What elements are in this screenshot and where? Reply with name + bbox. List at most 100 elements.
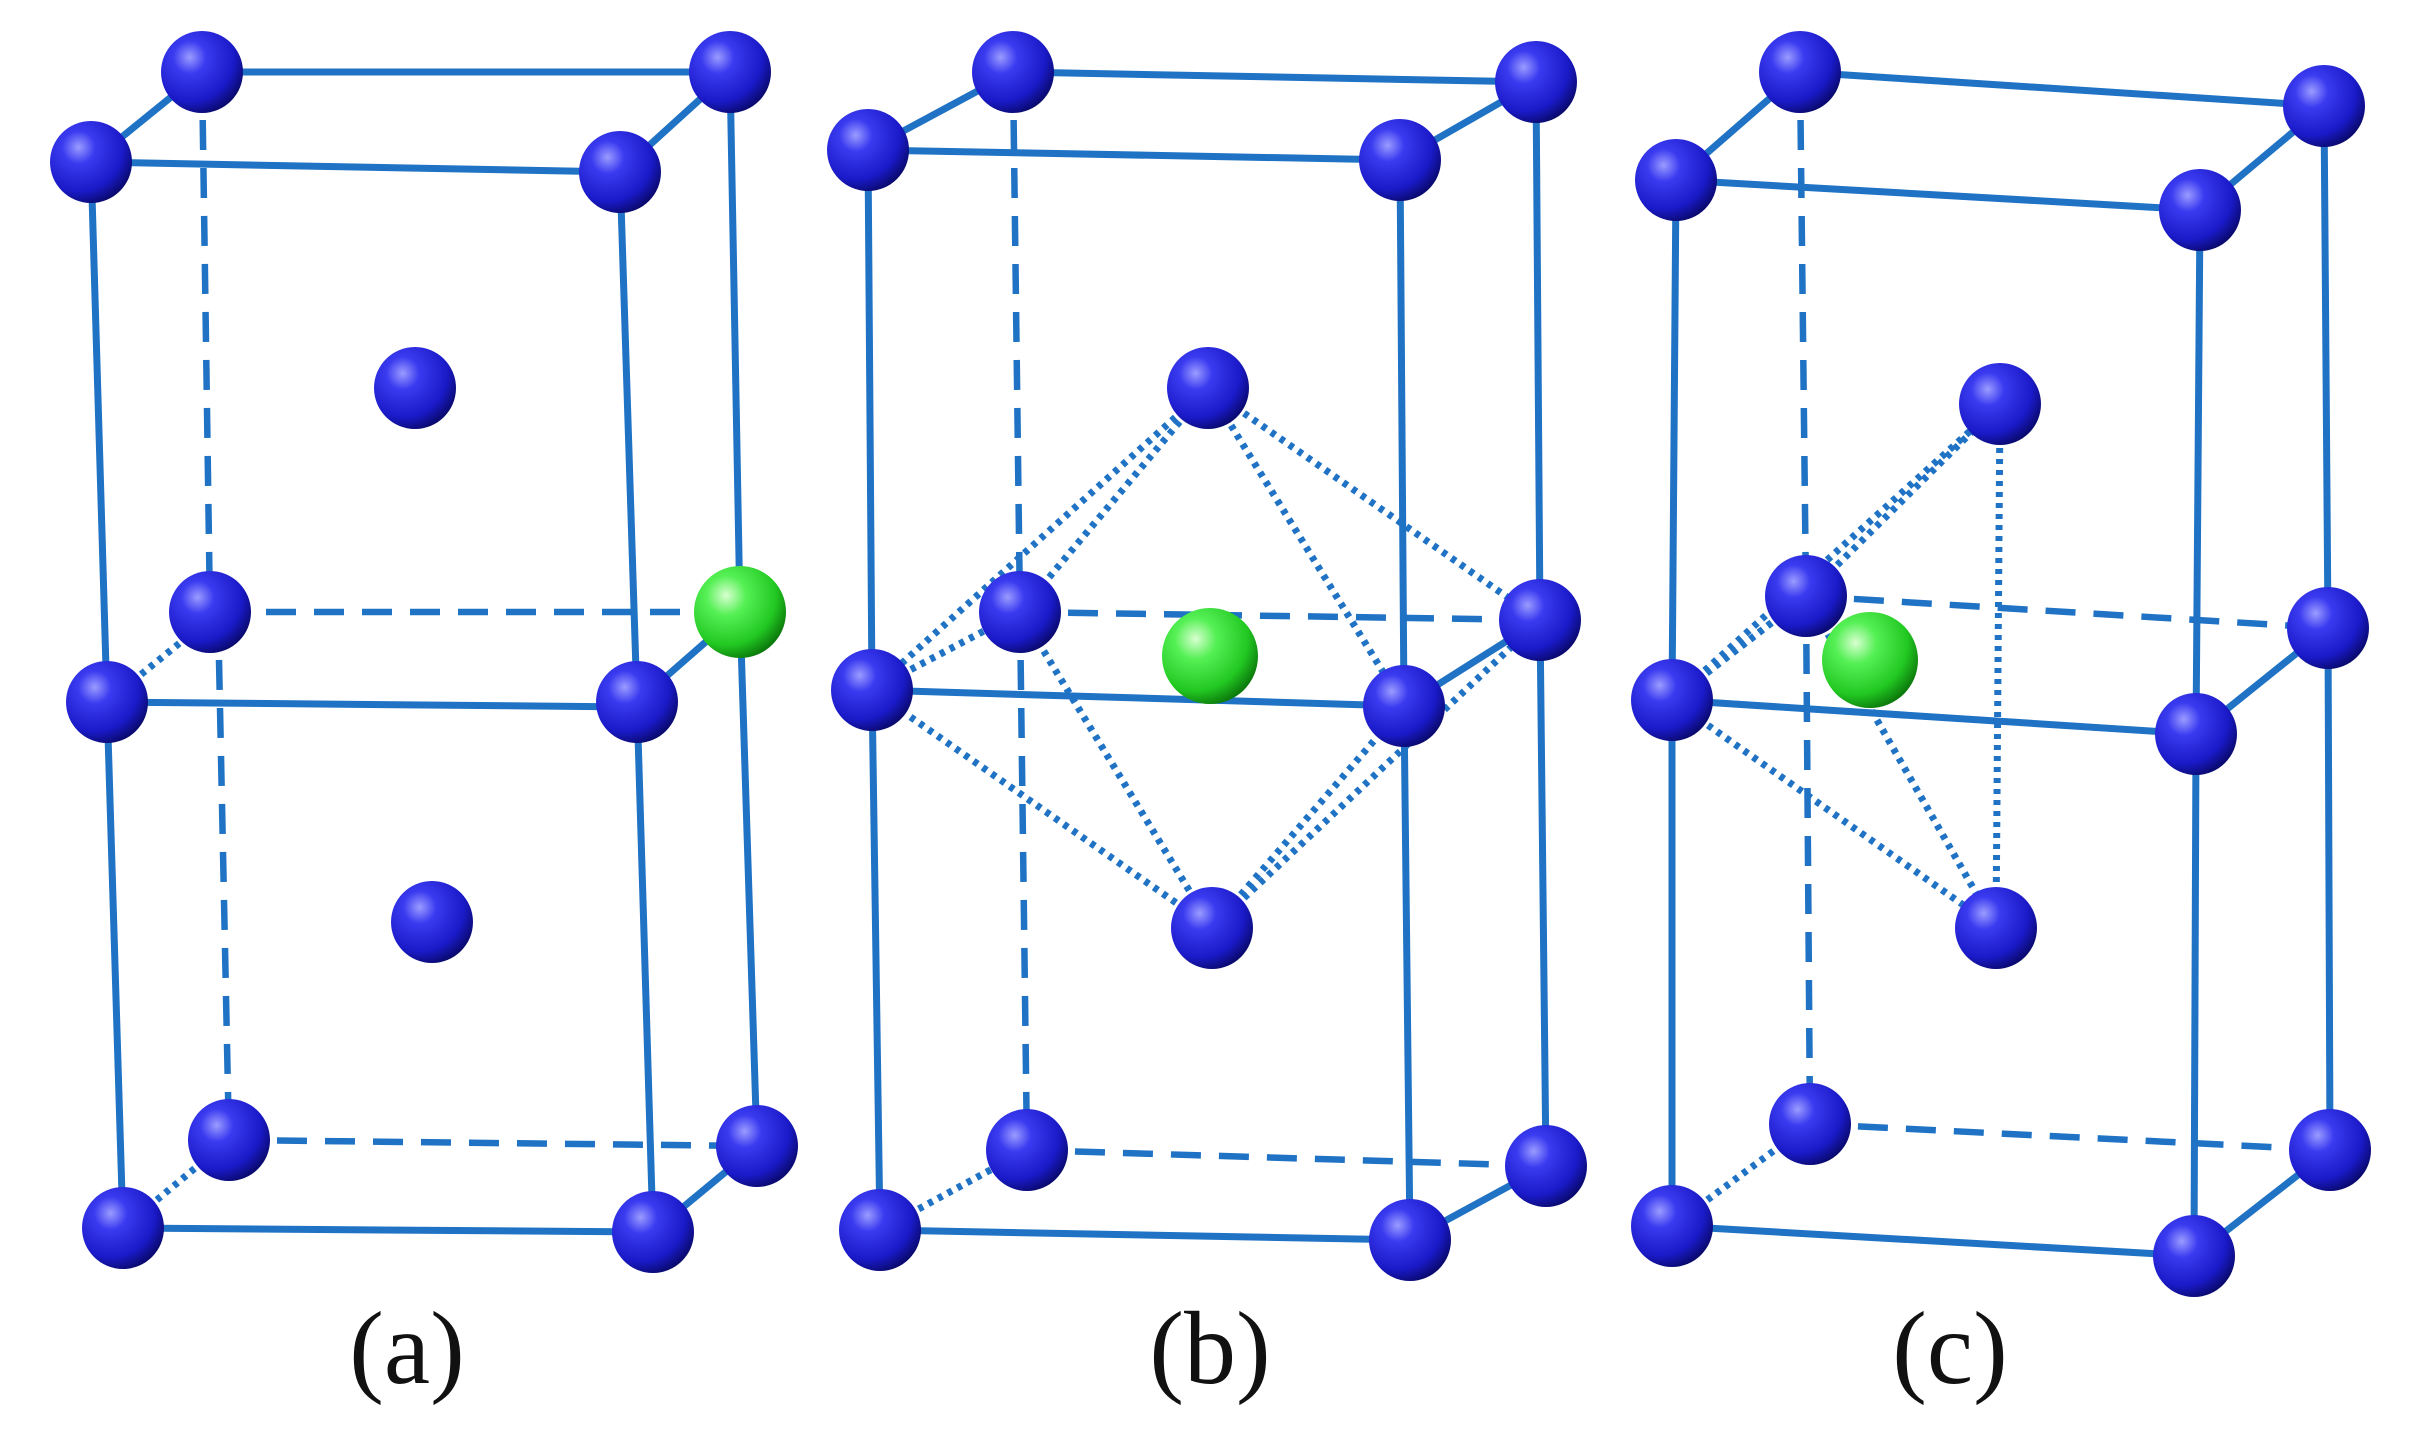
panel-label-a: (a) [349, 1291, 464, 1406]
edge-visible [876, 1226, 1414, 1244]
edge-hidden [1026, 1146, 1547, 1170]
edge-hidden [228, 1136, 758, 1150]
edge-visible [103, 698, 127, 1232]
edge-visible [119, 1224, 657, 1236]
edge-visible [87, 158, 624, 176]
host-atom [1359, 119, 1441, 201]
host-atom [1369, 1199, 1451, 1281]
edge-hidden [1796, 71, 1810, 597]
host-atom [972, 31, 1054, 113]
host-atom [66, 661, 148, 743]
site-edge [1669, 401, 2003, 703]
panel-label-c: (c) [1892, 1291, 2007, 1406]
edge-hidden [1805, 592, 2329, 632]
host-atom [979, 571, 1061, 653]
edge-visible [1536, 616, 1550, 1170]
host-atom [716, 1105, 798, 1187]
octahedral-site [869, 385, 1543, 931]
edge-visible [1396, 156, 1408, 710]
tetrahedral-site [1669, 401, 2004, 931]
edge-hidden [1019, 608, 1541, 624]
site-edge [869, 385, 1211, 693]
panel-b: (b) [827, 31, 1587, 1406]
edge-visible [616, 168, 641, 706]
edge-visible [1668, 1222, 2198, 1260]
solute-atom [1822, 612, 1918, 708]
edge-visible [1668, 176, 1680, 704]
site-edge [1205, 386, 1407, 708]
host-atom [1499, 579, 1581, 661]
site-edge [1802, 594, 2000, 930]
edge-visible [633, 698, 657, 1236]
host-atom [82, 1187, 164, 1269]
host-atom [831, 649, 913, 731]
site-edge [1017, 610, 1215, 930]
host-atom [161, 31, 243, 113]
host-atom [2153, 1215, 2235, 1297]
edge-visible [103, 698, 641, 711]
host-atom [1765, 555, 1847, 637]
host-atom [2155, 693, 2237, 775]
edge-visible [87, 158, 111, 706]
host-atom [391, 881, 473, 963]
edge-hidden [214, 611, 233, 1141]
host-atom [169, 571, 251, 653]
edge-hidden [1016, 611, 1031, 1151]
host-atom [2159, 169, 2241, 251]
edge-visible [726, 68, 744, 616]
edge-visible [2320, 102, 2332, 632]
edge-hidden [1802, 595, 1814, 1125]
host-atom [1167, 347, 1249, 429]
edge-visible [864, 146, 876, 694]
host-atom [374, 347, 456, 429]
edge-visible [1796, 68, 2328, 110]
host-atom [1631, 659, 1713, 741]
panel-a: (a) [50, 31, 798, 1406]
host-atom [1505, 1125, 1587, 1207]
host-atom [579, 131, 661, 213]
edge-visible [2192, 206, 2204, 738]
host-atom [1363, 665, 1445, 747]
host-atom [1495, 41, 1577, 123]
edge-visible [868, 686, 1408, 710]
site-edge [1803, 401, 2003, 599]
host-atom [596, 661, 678, 743]
edge-visible [1532, 78, 1544, 624]
host-atom [1635, 139, 1717, 221]
edge-visible [736, 608, 761, 1150]
edge-visible [2324, 624, 2334, 1154]
edge-visible [2190, 730, 2200, 1260]
edge-visible [1668, 696, 2200, 738]
edge-visible [1400, 702, 1414, 1244]
site-edge [1992, 403, 2004, 929]
edge-visible [868, 686, 884, 1234]
site-edge [869, 687, 1215, 931]
host-atom [839, 1189, 921, 1271]
host-atom [827, 109, 909, 191]
host-atom [1171, 887, 1253, 969]
panel-c: (c) [1631, 31, 2371, 1406]
site-edge [1209, 703, 1407, 931]
edge-visible [864, 146, 1404, 164]
edge-visible [1672, 176, 2204, 214]
site-edge [1209, 617, 1543, 931]
edge-hidden [1009, 71, 1024, 613]
edge-hidden [198, 71, 214, 613]
edge-visible [1009, 68, 1540, 86]
host-atom [1759, 31, 1841, 113]
host-atom [612, 1191, 694, 1273]
host-atom [986, 1109, 1068, 1191]
solute-atom [694, 566, 786, 658]
host-atom [1769, 1083, 1851, 1165]
host-atom [1959, 363, 2041, 445]
panel-label-b: (b) [1149, 1291, 1270, 1406]
solute-atom [1162, 608, 1258, 704]
site-edge [1017, 385, 1211, 615]
host-atom [2283, 65, 2365, 147]
host-atom [2289, 1109, 2371, 1191]
host-atom [2287, 587, 2369, 669]
site-edge [1669, 697, 1999, 931]
site-edge [1205, 385, 1543, 623]
host-atom [1631, 1185, 1713, 1267]
